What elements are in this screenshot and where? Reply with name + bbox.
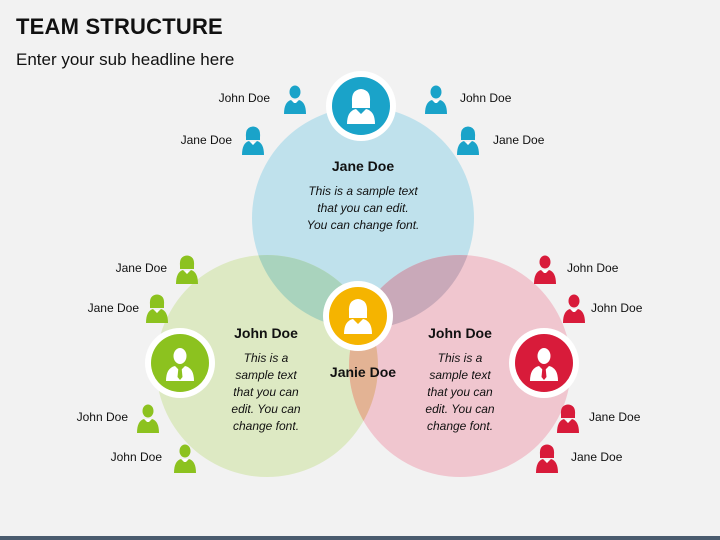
member-name: Jane Doe (115, 261, 167, 275)
businessman-icon (137, 404, 159, 433)
member-name: John Doe (591, 301, 643, 315)
businessman-icon (534, 255, 556, 284)
businessman-icon (563, 294, 585, 323)
businesswoman-icon (242, 126, 264, 155)
member-name: Jane Doe (589, 410, 641, 424)
businesswoman-icon (146, 294, 168, 323)
member-name: John Doe (460, 91, 512, 105)
businessman-icon (166, 348, 194, 381)
member-name: John Doe (567, 261, 619, 275)
member-name: Jane Doe (87, 301, 139, 315)
member-name: Jane Doe (493, 133, 545, 147)
businessman-icon (530, 348, 558, 381)
left-circle-text: This is a sample text that you can edit.… (231, 351, 301, 433)
member-name: John Doe (110, 450, 162, 464)
bottom-bar (0, 536, 720, 540)
venn-overlap-top-right (349, 255, 474, 329)
businessman-icon (284, 85, 306, 114)
venn-overlap-top-left (252, 255, 378, 329)
businesswoman-icon (536, 444, 558, 473)
businesswoman-icon (176, 255, 198, 284)
left-circle-title: John Doe (234, 325, 298, 341)
businesswoman-icon (344, 299, 372, 334)
member-name: John Doe (218, 91, 270, 105)
member-name: Jane Doe (571, 450, 623, 464)
page-subtitle: Enter your sub headline here (16, 50, 235, 69)
businesswoman-icon (457, 126, 479, 155)
member-name: Jane Doe (180, 133, 232, 147)
right-circle-title: John Doe (428, 325, 492, 341)
businesswoman-icon (557, 404, 579, 433)
businesswoman-icon (347, 89, 375, 124)
page-title: TEAM STRUCTURE (16, 14, 223, 39)
businessman-icon (425, 85, 447, 114)
businessman-icon (174, 444, 196, 473)
center-title: Janie Doe (329, 364, 397, 380)
top-circle-title: Jane Doe (331, 158, 395, 174)
right-circle-text: This is a sample text that you can edit.… (425, 351, 495, 433)
member-name: John Doe (76, 410, 128, 424)
top-circle-text: This is a sample text that you can edit.… (306, 184, 420, 232)
